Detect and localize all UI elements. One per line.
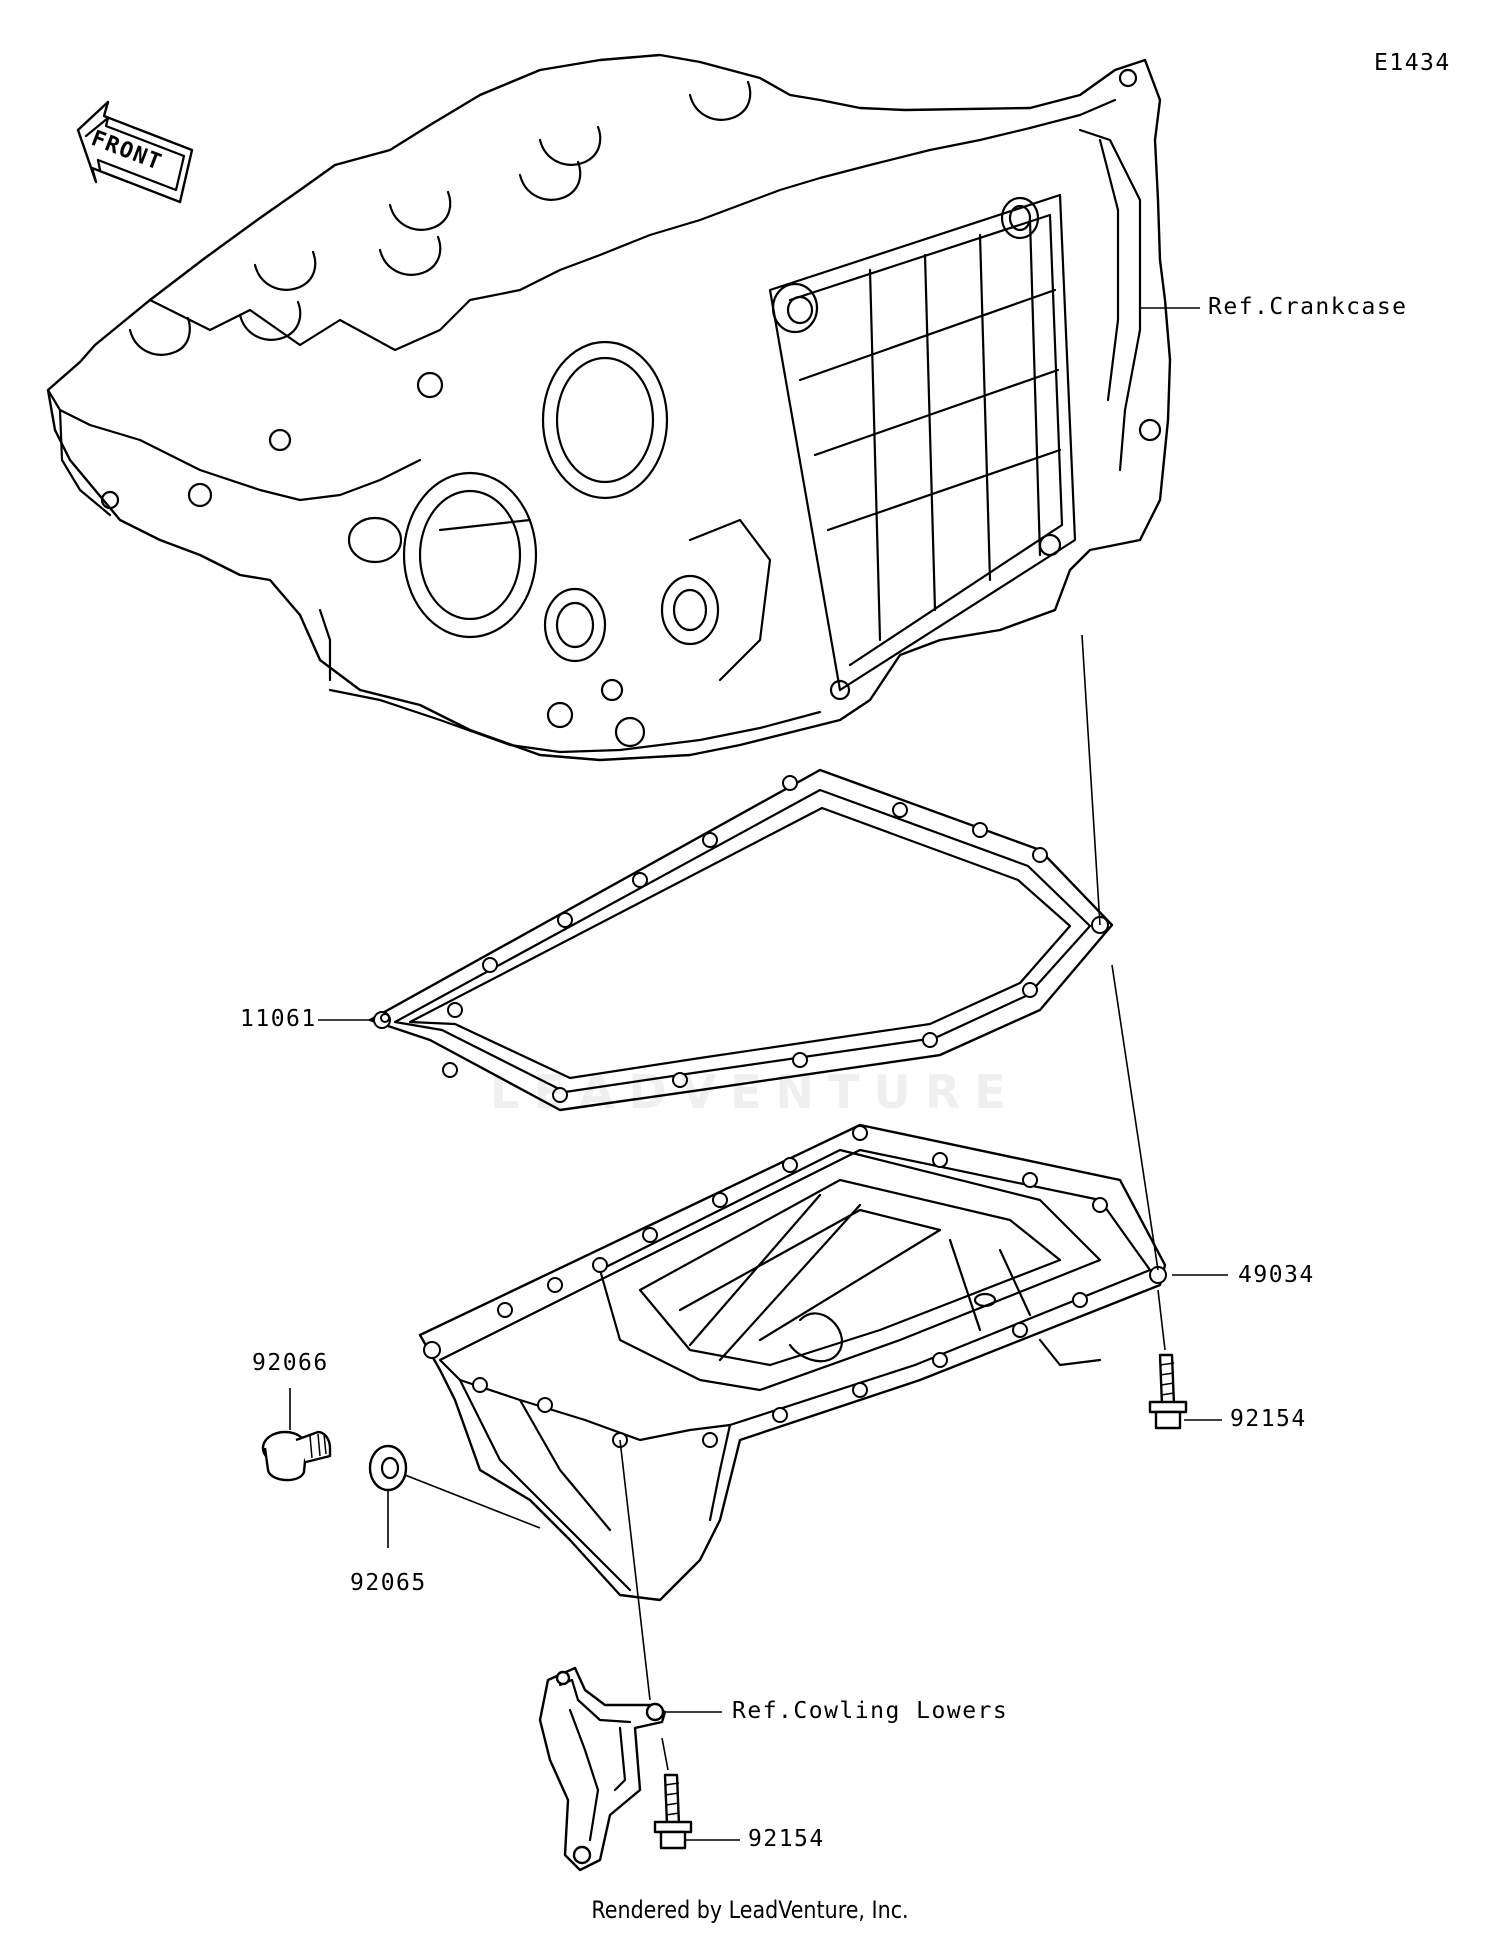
washer-drawing [368, 1444, 408, 1492]
diagram-code: E1434 [1374, 50, 1451, 76]
footer-credit: Rendered by LeadVenture, Inc. [591, 1896, 909, 1924]
oil-pan-bolt-holes [423, 1125, 1167, 1448]
callout-ref-crankcase[interactable]: Ref.Crankcase [1208, 294, 1408, 320]
callout-ref-cowling-lowers[interactable]: Ref.Cowling Lowers [732, 1698, 1009, 1724]
pan-bolt-drawing [1148, 1353, 1188, 1430]
watermark-text: LEADVENTURE [490, 1065, 1020, 1119]
crankcase-drawing [46, 53, 1172, 762]
leader-lines [289, 307, 1228, 1841]
gasket-bolt-holes [373, 775, 1109, 1103]
gasket-drawing [368, 768, 1114, 1112]
callout-92066-drain-plug[interactable]: 92066 [252, 1350, 329, 1376]
callout-92154-bracket-bolt[interactable]: 92154 [748, 1826, 825, 1852]
callout-92154-pan-bolt[interactable]: 92154 [1230, 1406, 1307, 1432]
callout-92065-washer[interactable]: 92065 [350, 1570, 427, 1596]
front-arrow-icon [76, 100, 194, 204]
drain-plug-drawing [261, 1430, 332, 1482]
bracket-bolt-drawing [653, 1773, 693, 1850]
oil-pan-drawing [418, 1123, 1167, 1602]
bracket-drawing [538, 1666, 667, 1872]
callout-49034-oil-pan[interactable]: 49034 [1238, 1262, 1315, 1288]
callout-11061-gasket[interactable]: 11061 [240, 1006, 317, 1032]
